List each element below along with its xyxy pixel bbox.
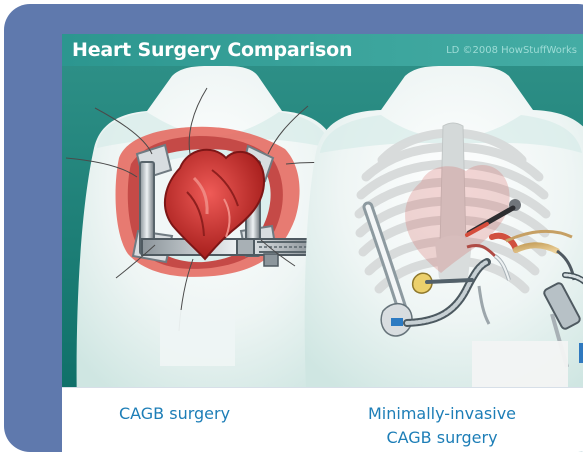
surgery-diagram — [62, 66, 583, 412]
surgery-illustration — [62, 66, 583, 412]
credit-text: LD ©2008 HowStuffWorks — [446, 45, 577, 56]
comparison-panel: Heart Surgery Comparison LD ©2008 HowStu… — [62, 34, 583, 452]
outer-frame: Heart Surgery Comparison LD ©2008 HowStu… — [4, 4, 583, 452]
caption-line-2: CAGB surgery — [307, 426, 577, 450]
title-bar: Heart Surgery Comparison LD ©2008 HowStu… — [62, 34, 583, 66]
caption-area: CAGB surgery Minimally-invasive CAGB sur… — [62, 387, 583, 452]
left-chest-label-box — [160, 310, 235, 366]
minimally-invasive-caption: Minimally-invasive CAGB surgery — [307, 402, 577, 450]
caption-line-1: Minimally-invasive — [307, 402, 577, 426]
page-title: Heart Surgery Comparison — [72, 39, 352, 61]
cagb-caption: CAGB surgery — [82, 402, 267, 426]
